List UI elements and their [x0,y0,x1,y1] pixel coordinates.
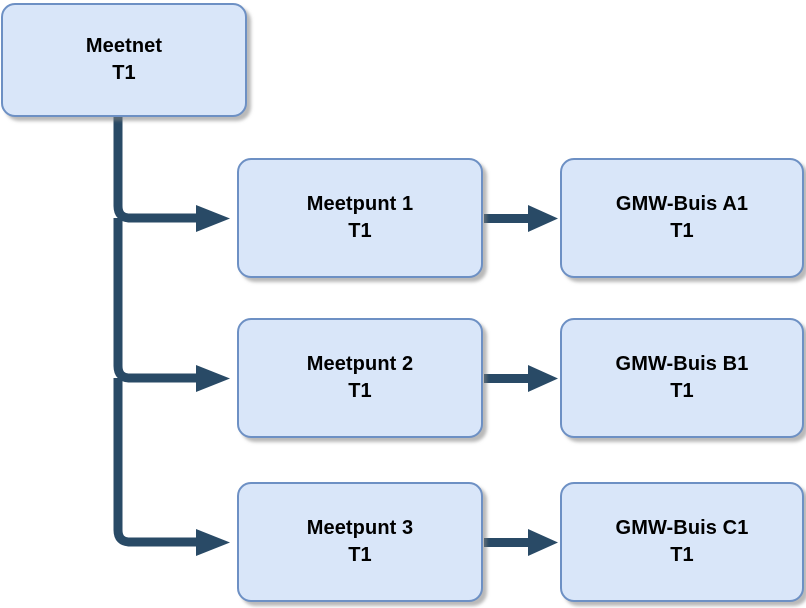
node-title: Meetnet [85,35,163,57]
arrowhead-icon [196,205,230,232]
node-subtitle: T1 [670,544,694,566]
node-title: Meetpunt 1 [306,193,414,215]
node-subtitle: T1 [112,62,136,84]
node-gmw-buis-b1[interactable]: GMW-Buis B1 T1 [560,318,804,438]
node-meetpunt-2[interactable]: Meetpunt 2 T1 [237,318,483,438]
node-subtitle: T1 [348,380,372,402]
node-gmw-buis-a1[interactable]: GMW-Buis A1 T1 [560,158,804,278]
edge-meetnet-to-meetpunt-2 [113,218,230,392]
edge-meetnet-to-meetpunt-3 [113,378,230,556]
node-title: Meetpunt 3 [306,517,414,539]
node-subtitle: T1 [670,220,694,242]
node-meetpunt-3[interactable]: Meetpunt 3 T1 [237,482,483,602]
arrowhead-icon [528,365,558,392]
arrowhead-icon [528,529,558,556]
arrowhead-icon [196,365,230,392]
node-subtitle: T1 [348,544,372,566]
arrowhead-icon [528,205,558,232]
arrowhead-icon [196,529,230,556]
node-title: Meetpunt 2 [306,353,414,375]
node-title: GMW-Buis B1 [615,353,749,375]
edge-meetpunt-1-to-gmw-buis-a1 [484,205,558,232]
node-title: GMW-Buis C1 [615,517,749,539]
node-subtitle: T1 [670,380,694,402]
node-gmw-buis-c1[interactable]: GMW-Buis C1 T1 [560,482,804,602]
edge-meetpunt-3-to-gmw-buis-c1 [484,529,558,556]
node-subtitle: T1 [348,220,372,242]
node-meetpunt-1[interactable]: Meetpunt 1 T1 [237,158,483,278]
edge-meetnet-to-meetpunt-1 [113,112,230,232]
node-meetnet[interactable]: Meetnet T1 [1,3,247,117]
node-title: GMW-Buis A1 [615,193,749,215]
edge-meetpunt-2-to-gmw-buis-b1 [484,365,558,392]
